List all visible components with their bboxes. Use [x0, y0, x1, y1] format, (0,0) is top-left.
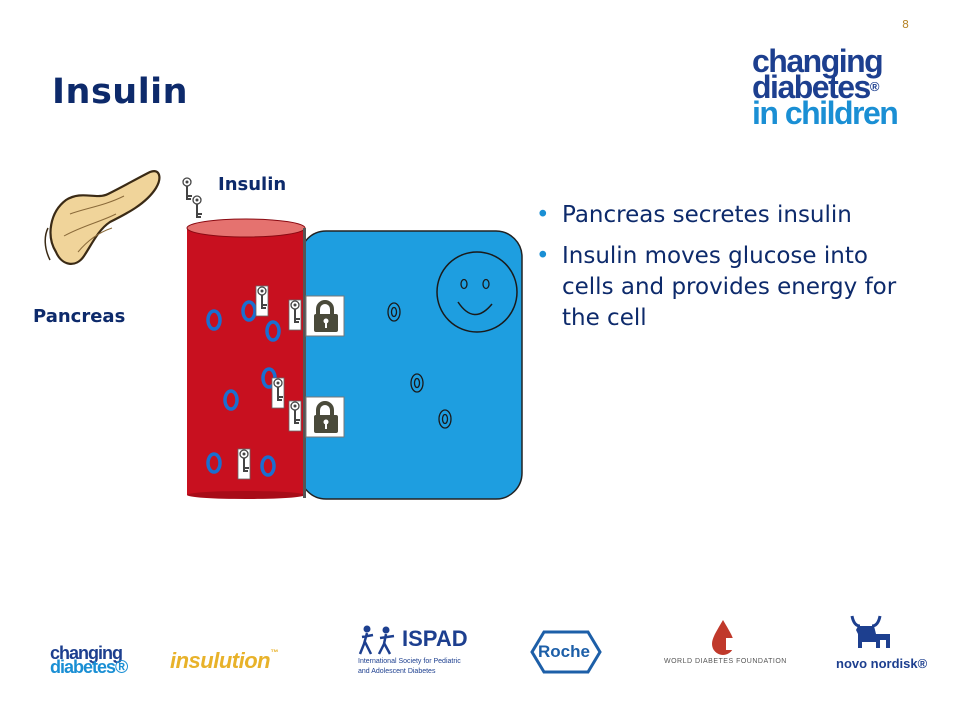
- logo-line-diabetes: diabetes®: [752, 71, 912, 103]
- logo-diabetes-word: diabetes: [752, 69, 871, 105]
- footer-logos: changing diabetes® insulution™ ISPAD Int…: [0, 600, 960, 700]
- roche-hexagon-icon: [530, 630, 602, 674]
- bullet-text: Insulin moves glucose into cells and pro…: [562, 243, 897, 331]
- page-number: 8: [902, 18, 909, 31]
- changing-diabetes-logo: changing diabetes®: [50, 643, 128, 677]
- novo-nordisk-bull-icon: [850, 615, 890, 648]
- insulin-label: Insulin: [218, 174, 287, 195]
- bullet-dot-icon: •: [536, 243, 550, 269]
- bullet-list: • Pancreas secretes insulin • Insulin move…: [536, 200, 906, 344]
- ispad-subtitle-line2: and Adolescent Diabetes: [358, 668, 436, 675]
- novo-nordisk-logo: novo nordisk®: [836, 656, 928, 671]
- ispad-figures-icon: [358, 625, 395, 655]
- world-diabetes-foundation-logo: WORLD DIABETES FOUNDATION: [664, 658, 787, 665]
- glucose-inside-cell: [387, 302, 452, 429]
- ispad-subtitle-line1: International Society for Pediatric: [358, 658, 461, 665]
- cd-line1: changing: [50, 643, 123, 663]
- trademark-mark: ™: [270, 648, 278, 657]
- bullet-text: Pancreas secretes insulin: [562, 202, 852, 228]
- bullet-item: • Insulin moves glucose into cells and pr…: [536, 241, 906, 334]
- logo-line-in-children: in children: [752, 95, 899, 131]
- glucose-in-blood: [206, 300, 281, 477]
- registered-mark: ®: [869, 79, 880, 94]
- slide-title: Insulin: [52, 72, 189, 112]
- changing-diabetes-in-children-logo: changing diabetes® in children: [752, 43, 912, 131]
- insulin-keys-icon: [182, 177, 203, 219]
- wdf-drop-icon: [712, 620, 736, 655]
- insulin-diagram: [44, 170, 523, 500]
- roche-logo: Roche: [538, 642, 590, 661]
- cd-line2: diabetes®: [50, 657, 128, 677]
- bullet-item: • Pancreas secretes insulin: [536, 200, 906, 231]
- ispad-title: ISPAD: [402, 626, 468, 651]
- smiley-face-icon: [436, 251, 518, 333]
- pancreas-illustration: [44, 170, 161, 265]
- cell-body: [299, 230, 523, 500]
- logo-line-changing: changing: [752, 43, 884, 79]
- insulution-word: insulution: [170, 648, 271, 673]
- bullet-dot-icon: •: [536, 202, 550, 228]
- pancreas-label: Pancreas: [33, 306, 126, 327]
- insulution-logo: insulution™: [170, 648, 278, 674]
